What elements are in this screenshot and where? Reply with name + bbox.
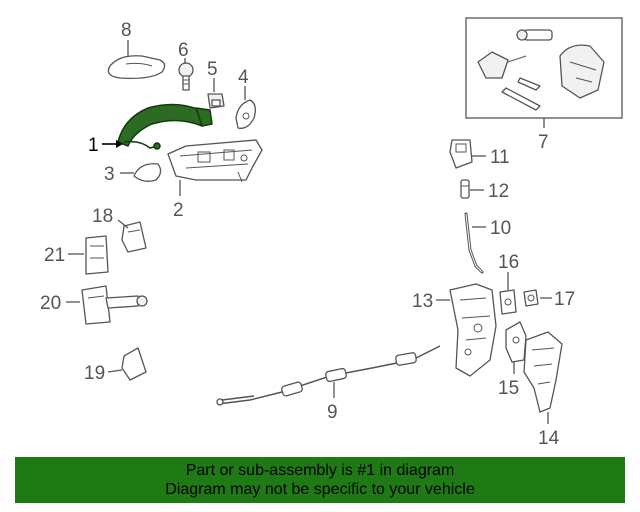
part-16-bracket[interactable]: [499, 289, 517, 315]
info-banner: Part or sub-assembly is #1 in diagram Di…: [15, 457, 625, 503]
callout-20: 20: [40, 293, 61, 314]
callout-16: 16: [498, 252, 519, 273]
part-17-washer[interactable]: [523, 289, 539, 307]
part-18-bracket[interactable]: [121, 221, 147, 253]
part-13-latch[interactable]: [449, 283, 497, 377]
part-15-cover-plate[interactable]: [505, 321, 527, 363]
part-3-cap[interactable]: [133, 163, 162, 182]
callout-18: 18: [92, 206, 113, 227]
callout-11: 11: [490, 147, 510, 168]
callout-14: 14: [538, 428, 560, 449]
callout-1: 1: [88, 135, 99, 156]
banner-line-part-info: Part or sub-assembly is #1 in diagram: [185, 462, 455, 479]
callout-19: 19: [84, 363, 105, 384]
part-11-housing[interactable]: [449, 139, 473, 169]
part-5-clip[interactable]: [207, 93, 225, 109]
parts-diagram: 8 6 5 4 1 2: [40, 17, 623, 449]
callout-7: 7: [538, 132, 549, 153]
leader-19: [107, 369, 123, 373]
part-1-outside-handle[interactable]: [117, 103, 213, 150]
part-8-key-fob[interactable]: [107, 55, 166, 80]
part-21-cover[interactable]: [85, 235, 109, 275]
part-4-gasket[interactable]: [235, 99, 256, 129]
callout-10: 10: [490, 218, 511, 239]
part-9-cable[interactable]: [216, 345, 441, 406]
callout-4: 4: [238, 67, 249, 88]
part-14-lock-housing[interactable]: [523, 331, 563, 413]
callout-17: 17: [554, 289, 575, 310]
callout-5: 5: [207, 59, 218, 80]
leader-18: [117, 219, 129, 229]
callout-21: 21: [44, 245, 65, 266]
part-10-rod[interactable]: [464, 212, 484, 274]
callout-8: 8: [121, 20, 132, 41]
part-12-bushing[interactable]: [460, 179, 470, 199]
callout-6: 6: [178, 40, 189, 61]
part-7-lock-cylinder-set[interactable]: [465, 17, 623, 119]
callout-9: 9: [327, 402, 338, 423]
part-2-handle-carrier[interactable]: [167, 139, 263, 183]
callout-13: 13: [412, 291, 433, 312]
callout-12: 12: [488, 181, 509, 202]
callout-2: 2: [173, 200, 184, 221]
part-6-screw[interactable]: [178, 62, 194, 91]
part-20-door-check[interactable]: [81, 285, 148, 325]
banner-line-disclaimer: Diagram may not be specific to your vehi…: [165, 481, 475, 498]
callout-3: 3: [104, 164, 115, 185]
callout-15: 15: [498, 378, 519, 399]
part-19-bracket[interactable]: [121, 347, 147, 381]
leader-1-arrow: [116, 140, 123, 148]
